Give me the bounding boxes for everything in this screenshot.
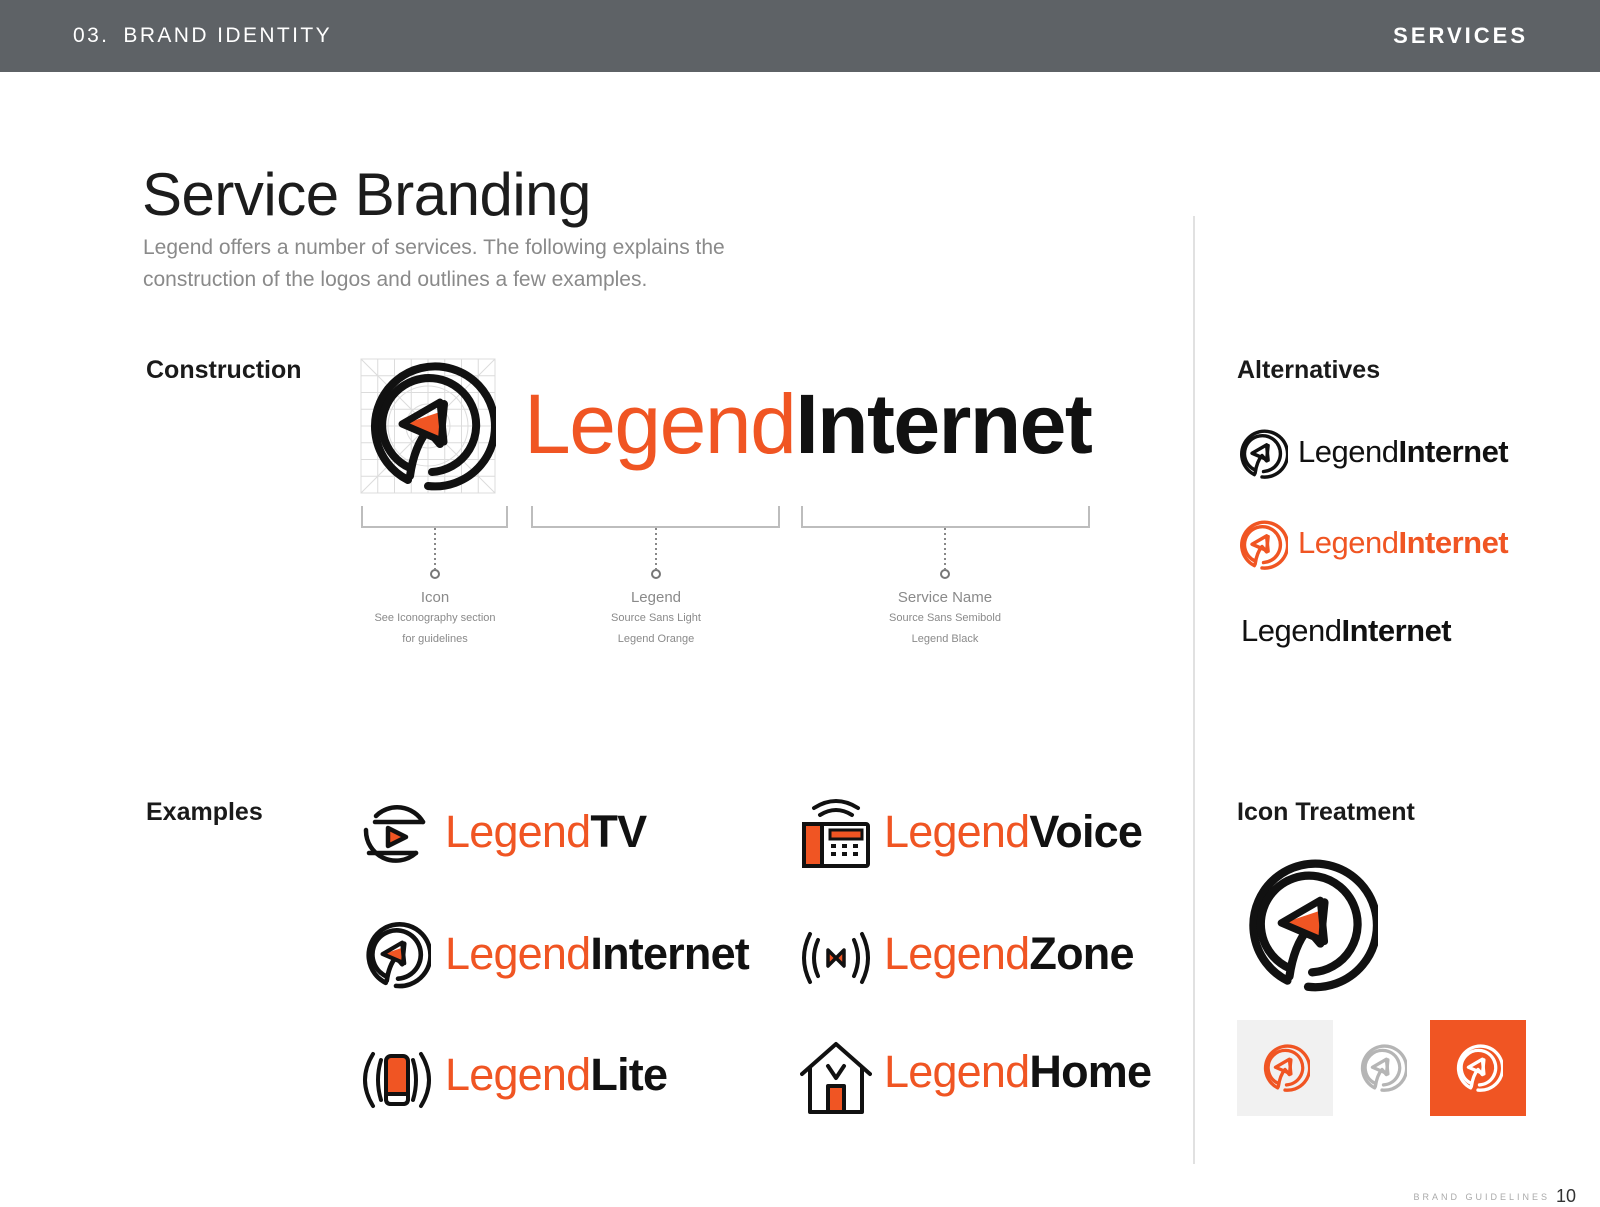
example-lite-service: Lite (590, 1049, 668, 1100)
example-tv-service: TV (590, 806, 647, 857)
example-wordmark-internet: LegendInternet (445, 928, 750, 980)
example-voice-service: Voice (1029, 806, 1143, 857)
alt-plain-service: Internet (1341, 613, 1452, 648)
example-wordmark-tv: LegendTV (445, 806, 647, 858)
caption-legend-line2: Legend Orange (617, 633, 695, 645)
column-divider (1193, 216, 1195, 1164)
desk-phone-icon (802, 799, 870, 868)
caption-legend: Legend Source Sans Light Legend Orange (576, 588, 736, 650)
icon-tile-orange-on-gray (1237, 1020, 1333, 1116)
icon-treatment-heading: Icon Treatment (1237, 798, 1415, 826)
alt-orange-service: Internet (1398, 525, 1509, 560)
alternatives-heading: Alternatives (1237, 356, 1381, 384)
caption-legend-line1: Source Sans Light (611, 612, 701, 624)
example-wordmark-lite: LegendLite (445, 1049, 668, 1101)
page-title: Service Branding (142, 161, 591, 228)
section-label: 03. BRAND IDENTITY (73, 24, 332, 48)
example-lite-legend: Legend (445, 1049, 591, 1100)
house-icon (800, 1042, 872, 1114)
alt-plain-legend: Legend (1241, 613, 1342, 648)
tile-internet-icon (1263, 1044, 1310, 1092)
example-zone-legend: Legend (884, 928, 1030, 979)
example-wordmark-home: LegendHome (884, 1046, 1152, 1098)
caption-icon-line2: for guidelines (402, 633, 468, 645)
example-home-legend: Legend (884, 1046, 1030, 1097)
tile-internet-icon (1456, 1044, 1503, 1092)
construction-heading: Construction (146, 356, 302, 384)
page-number: 10 (1555, 1186, 1576, 1206)
icon-tile-gray-on-white (1334, 1020, 1430, 1116)
tile-internet-icon (1360, 1044, 1407, 1092)
caption-service-line1: Source Sans Semibold (889, 612, 1001, 624)
example-wordmark-voice: LegendVoice (884, 806, 1143, 858)
caption-service-line2: Legend Black (911, 633, 979, 645)
example-zone-service: Zone (1029, 928, 1134, 979)
example-internet-arrow-icon (366, 922, 431, 989)
mobile-signal-icon (363, 1052, 431, 1108)
alt-wordmark-no-icon: LegendInternet (1241, 613, 1452, 649)
examples-heading: Examples (146, 798, 263, 826)
section-number: 03. (73, 24, 110, 47)
page-intro: Legend offers a number of services. The … (143, 236, 725, 291)
caption-service-name: Service Name Source Sans Semibold Legend… (865, 588, 1025, 650)
construction-grid-icon (360, 358, 496, 494)
example-home-service: Home (1029, 1046, 1152, 1097)
alt-black-legend: Legend (1298, 434, 1399, 469)
construction-wordmark: LegendInternet (524, 376, 1093, 473)
nav-services-label: SERVICES (1393, 23, 1528, 48)
wordmark-service: Internet (795, 377, 1093, 471)
example-voice-legend: Legend (884, 806, 1030, 857)
wordmark-legend: Legend (524, 377, 797, 471)
example-internet-service: Internet (590, 928, 749, 979)
section-title: BRAND IDENTITY (123, 24, 333, 47)
alt-orange-internet-icon (1240, 520, 1288, 570)
alt-wordmark-black: LegendInternet (1298, 434, 1509, 470)
alt-wordmark-orange: LegendInternet (1298, 525, 1509, 561)
caption-service-title: Service Name (897, 589, 993, 606)
example-tv-legend: Legend (445, 806, 591, 857)
header-bar: 03. BRAND IDENTITY SERVICES (0, 0, 1600, 72)
example-internet-legend: Legend (445, 928, 591, 979)
icon-tile-white-on-orange (1430, 1020, 1526, 1116)
caption-icon-title: Icon (420, 589, 450, 606)
icon-treatment-large-internet-icon (1249, 859, 1378, 992)
alt-orange-legend: Legend (1298, 525, 1399, 560)
tv-play-icon (363, 805, 426, 863)
wireless-signal-icon (802, 932, 870, 984)
caption-icon-line1: See Iconography section (374, 612, 496, 624)
caption-icon: Icon See Iconography section for guideli… (355, 588, 515, 650)
alt-black-internet-icon (1240, 429, 1288, 479)
construction-brackets (361, 506, 1090, 579)
caption-legend-title: Legend (630, 589, 682, 606)
example-wordmark-zone: LegendZone (884, 928, 1134, 980)
footer-text: BRAND GUIDELINES (1413, 1192, 1550, 1202)
alt-black-service: Internet (1398, 434, 1509, 469)
